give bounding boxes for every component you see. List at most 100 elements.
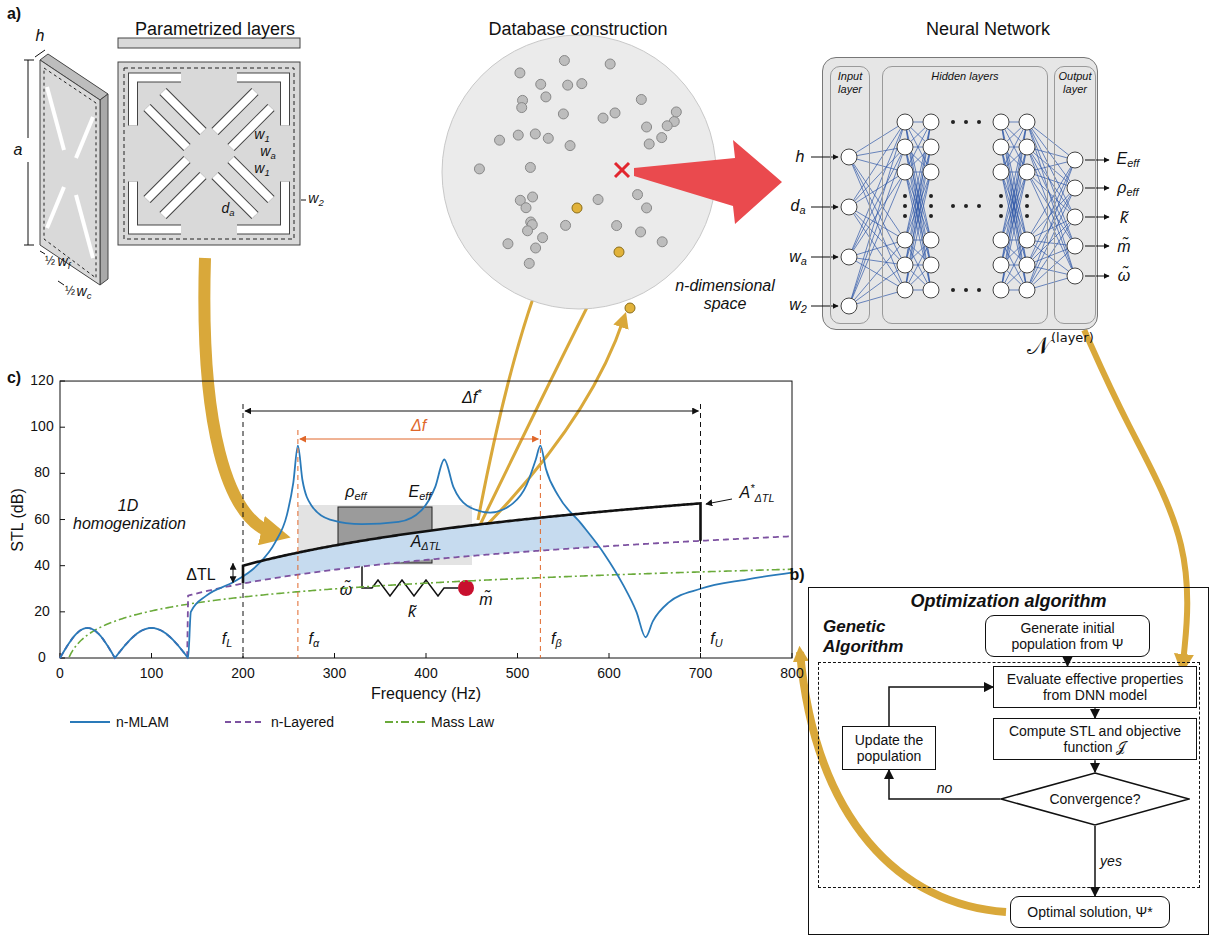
design-space	[657, 133, 667, 143]
network-art	[999, 194, 1003, 198]
node-text: 𝒩	[1027, 333, 1050, 361]
network-art	[1027, 122, 1075, 188]
axis-tick-label: 40	[34, 558, 50, 573]
edge-label: yes	[1098, 853, 1124, 869]
design-space	[657, 237, 667, 247]
network-art	[823, 58, 824, 59]
network-art	[1019, 139, 1035, 155]
flow-arrow	[1094, 826, 1096, 896]
network-art	[993, 139, 1009, 155]
design-space	[530, 129, 540, 139]
design-space	[615, 163, 629, 177]
symbol-label: ½	[65, 285, 75, 298]
network-art	[1067, 268, 1083, 284]
network-art	[964, 204, 968, 208]
node-text: Convergence?	[1049, 791, 1140, 807]
axis-tick-label: 800	[780, 666, 803, 681]
network-art	[1067, 209, 1083, 225]
layer-front-view	[163, 92, 203, 132]
symbol-label: A*ΔTL	[740, 483, 775, 505]
stl-chart	[60, 473, 65, 474]
layer-front-view	[163, 176, 203, 216]
design-space	[615, 163, 629, 177]
layer-3d-view	[24, 60, 34, 61]
stl-chart	[540, 430, 541, 658]
symbol-label: a	[14, 141, 23, 159]
stl-chart	[792, 653, 793, 658]
process-box: Update the population	[842, 726, 936, 770]
network-art	[897, 114, 913, 130]
design-space	[662, 121, 672, 131]
design-space	[521, 203, 531, 213]
design-space	[543, 133, 553, 143]
network-art	[993, 282, 1009, 298]
edge-label: no	[935, 780, 955, 796]
result-box: Optimal solution, Ψ*	[1010, 896, 1170, 928]
design-space	[572, 203, 582, 213]
design-space	[642, 203, 652, 213]
stl-chart	[60, 446, 792, 658]
legend-line-sample	[385, 721, 425, 723]
network-art	[1019, 282, 1035, 298]
network-art	[1019, 232, 1035, 248]
layer-3d-view	[58, 281, 64, 285]
network-art	[849, 290, 905, 306]
network-art	[929, 194, 933, 198]
symbol-label: w2	[789, 296, 807, 317]
design-space	[536, 79, 546, 89]
panel-letter: a)	[7, 5, 21, 23]
node-text: Hidden layers	[931, 70, 998, 83]
layer-front-view	[215, 176, 255, 216]
node-text: Input layer	[831, 70, 869, 95]
stl-chart	[60, 381, 792, 658]
stl-chart	[60, 519, 65, 520]
design-space	[636, 227, 646, 237]
panel-heading: Neural Network	[926, 20, 1050, 40]
network-art	[1025, 194, 1029, 198]
process-box: Compute STL and objective function 𝒥	[993, 718, 1197, 760]
node-text: Compute STL and objective function 𝒥	[1000, 723, 1190, 755]
network-art	[999, 214, 1003, 218]
symbol-label: da	[221, 201, 234, 219]
design-space	[634, 140, 782, 224]
layer-3d-view	[24, 50, 64, 285]
axis-tick-label: 60	[34, 512, 50, 527]
stl-chart	[706, 499, 732, 504]
network-art	[841, 149, 857, 165]
flow-arrow	[1094, 760, 1096, 772]
stl-chart	[700, 404, 701, 658]
design-space	[558, 109, 568, 119]
stl-chart	[60, 381, 65, 382]
network-art	[849, 122, 905, 157]
network-art	[811, 157, 838, 158]
network-art	[1019, 164, 1035, 180]
network-art	[923, 282, 939, 298]
design-space	[636, 94, 646, 104]
stl-chart	[233, 563, 234, 582]
layer-front-view	[163, 92, 203, 132]
design-space	[612, 221, 622, 231]
design-space	[517, 103, 527, 113]
flow-arrows	[482, 318, 624, 530]
network-art	[841, 199, 857, 215]
layer-group: Output layer	[1054, 66, 1096, 324]
symbol-label: wa	[789, 248, 807, 269]
algorithm-panel: Optimization algorithmGenerate initial p…	[808, 587, 1209, 935]
axis-tick-label: 100	[140, 666, 163, 681]
flow-arrow	[889, 770, 1000, 799]
node-text: Generate initial population from Ψ	[992, 620, 1143, 652]
stl-chart	[426, 653, 427, 658]
layer-3d-view	[24, 245, 34, 246]
panel-heading: Database construction	[488, 20, 667, 40]
design-space	[671, 107, 681, 117]
layer-3d-view	[76, 117, 93, 158]
design-space	[605, 59, 615, 69]
symbol-label: ω̃	[1118, 267, 1130, 285]
design-space	[598, 113, 608, 123]
symbol-label: Δf	[411, 417, 426, 435]
symbol-label: Δf*	[462, 388, 481, 407]
layer-group: Hidden layers	[882, 66, 1048, 324]
network-art	[951, 204, 955, 208]
layer-front-view	[133, 78, 285, 230]
symbol-label: m̃	[479, 591, 492, 609]
